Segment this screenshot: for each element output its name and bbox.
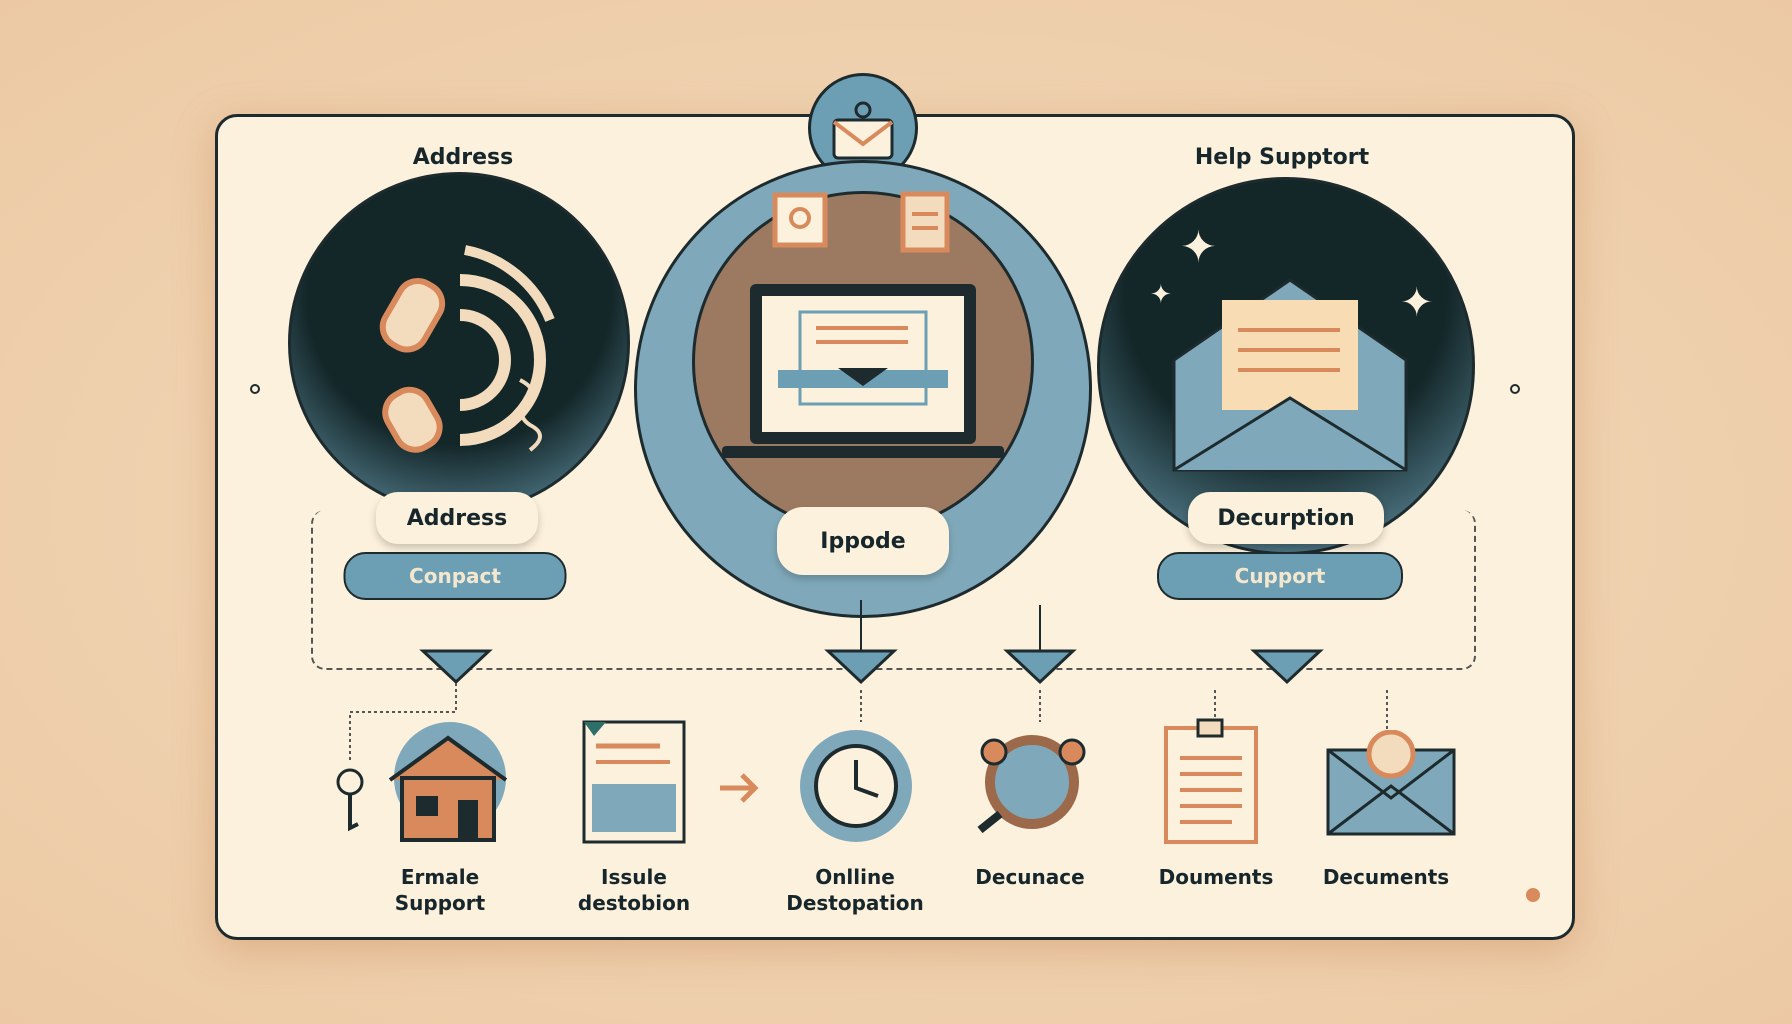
title-right: Help Supptort bbox=[1194, 145, 1370, 170]
clipboard-document-icon bbox=[1164, 718, 1258, 844]
decurption-pill[interactable]: Decurption bbox=[1188, 492, 1384, 544]
camera-note-icon bbox=[772, 192, 828, 248]
mail-icon bbox=[832, 101, 894, 160]
item-label: Decuments bbox=[1322, 865, 1450, 889]
dot bbox=[1526, 888, 1540, 902]
title-left: Address bbox=[412, 145, 514, 170]
sparkle-icon: ✦ bbox=[1150, 280, 1172, 310]
laptop-icon bbox=[722, 284, 1004, 458]
sparkle-icon: ✦ bbox=[1180, 222, 1217, 273]
address-pill[interactable]: Address bbox=[376, 492, 538, 544]
dashed-connector bbox=[311, 510, 1476, 670]
phone-icon bbox=[379, 245, 555, 453]
clipboard-icon bbox=[900, 191, 950, 253]
clock-icon bbox=[800, 730, 912, 842]
phone-circle bbox=[288, 172, 630, 514]
support-pill[interactable]: Cupport bbox=[1157, 552, 1403, 600]
document-icon bbox=[582, 720, 686, 844]
item-label: Douments bbox=[1158, 865, 1274, 889]
alarm-search-icon bbox=[977, 735, 1086, 834]
dot bbox=[250, 384, 260, 394]
sparkle-icon: ✦ bbox=[1400, 280, 1434, 326]
open-envelope-icon bbox=[1172, 278, 1408, 472]
house-icon bbox=[336, 722, 508, 842]
dot bbox=[1510, 384, 1520, 394]
envelope-seal-icon bbox=[1326, 730, 1456, 836]
ippode-pill[interactable]: Ippode bbox=[777, 507, 949, 575]
contact-pill[interactable]: Conpact bbox=[343, 552, 567, 600]
item-label: Decunace bbox=[975, 865, 1085, 889]
